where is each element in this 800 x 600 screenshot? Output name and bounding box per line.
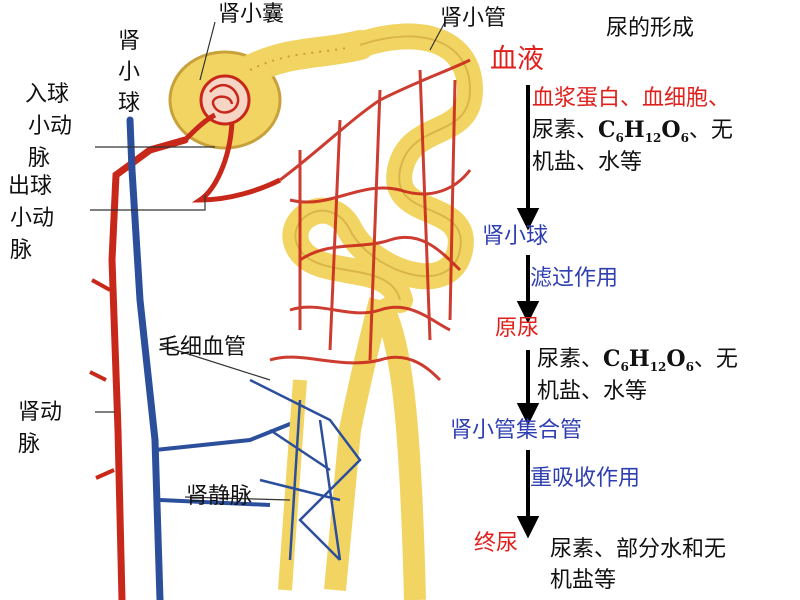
flow-filtration: 滤过作用 — [530, 266, 619, 291]
flow-title: 尿的形成 — [606, 16, 695, 41]
flow-primary-urine: 原尿 — [495, 316, 540, 341]
flow-blood-contents-2: 尿素、C6H12O6、无 — [532, 117, 733, 145]
flow-final-contents-2: 机盐等 — [550, 568, 617, 593]
label-renal-capsule: 肾小囊 — [218, 2, 285, 27]
renal-artery — [108, 136, 189, 600]
afferent-arteriole — [183, 112, 217, 142]
flow-reabsorption: 重吸收作用 — [530, 466, 641, 491]
venous-capillaries — [249, 378, 362, 561]
flow-final-contents-1: 尿素、部分水和无 — [550, 537, 727, 562]
collecting-duct — [324, 295, 426, 600]
label-afferent-2: 小动 — [28, 114, 73, 139]
flow-glomerulus: 肾小球 — [482, 224, 549, 249]
renal-artery-branch — [89, 278, 115, 480]
flow-blood-contents-3: 机盐、水等 — [532, 150, 643, 175]
label-efferent-1: 出球 — [8, 174, 53, 199]
label-efferent-3: 脉 — [10, 238, 33, 263]
flow-primary-contents-1: 尿素、C6H12O6、无 — [537, 346, 738, 374]
flow-tubule-duct: 肾小管集合管 — [450, 418, 583, 443]
leader-lines — [90, 21, 446, 501]
flow-arrows — [516, 85, 540, 539]
label-capillaries: 毛细血管 — [158, 335, 247, 360]
flow-blood: 血液 — [490, 44, 544, 75]
label-efferent-2: 小动 — [10, 206, 55, 231]
label-renal-tubule: 肾小管 — [440, 6, 507, 31]
label-afferent-1: 入球 — [25, 82, 70, 107]
label-renal-artery-1: 肾动 — [18, 400, 63, 425]
efferent-arteriole — [191, 121, 282, 203]
proximal-tubule — [282, 23, 484, 313]
label-glomerulus: 肾小球 — [117, 29, 140, 116]
flow-final-urine: 终尿 — [474, 531, 519, 556]
label-afferent-3: 脉 — [28, 146, 51, 171]
label-renal-vein: 肾静脉 — [186, 484, 253, 509]
renal-vein — [126, 116, 164, 600]
vein-branch — [154, 418, 301, 507]
peritubular-capillaries — [269, 58, 472, 382]
label-renal-artery-2: 脉 — [18, 432, 41, 457]
flow-primary-contents-2: 机盐、水等 — [537, 379, 648, 404]
flow-blood-contents-red: 血浆蛋白、血细胞、 — [532, 86, 731, 111]
